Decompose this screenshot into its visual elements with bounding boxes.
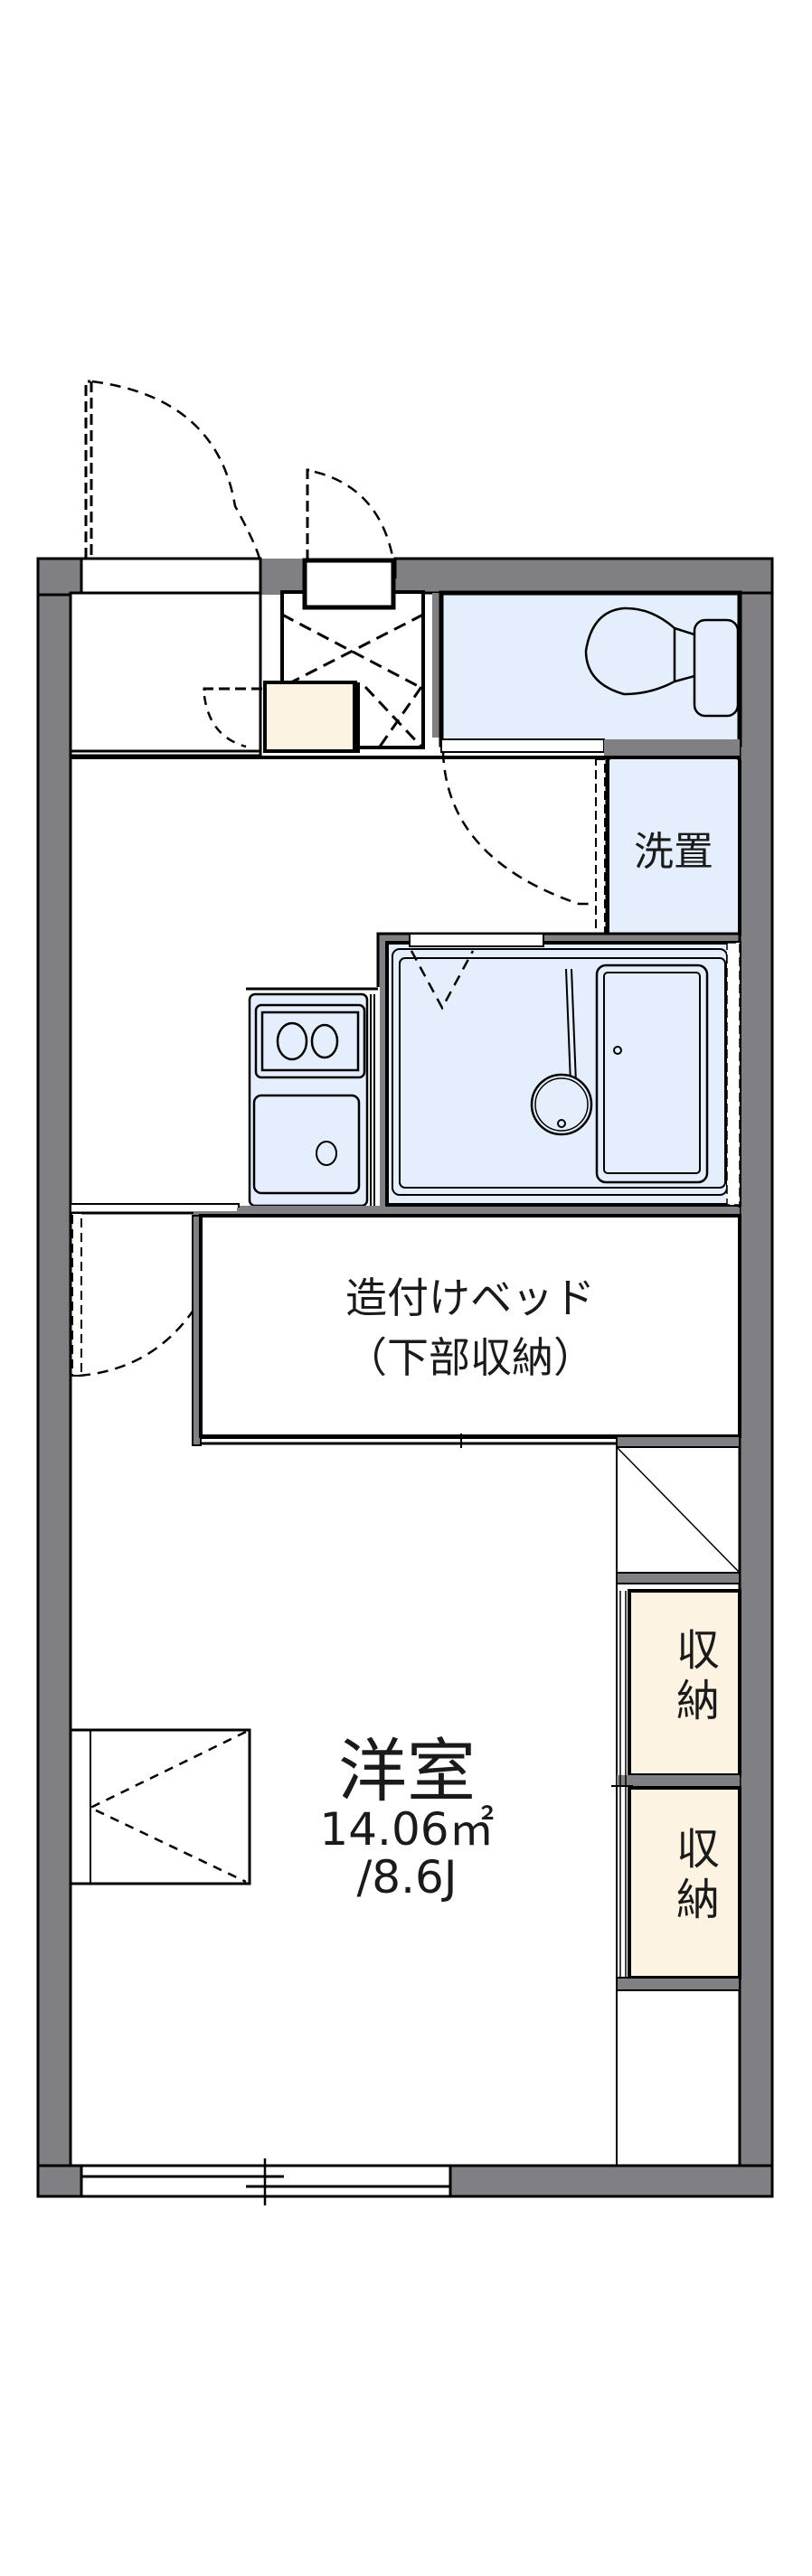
bathroom (376, 932, 741, 1214)
western-room-label: 洋室 (338, 1731, 476, 1811)
toilet-icon (584, 606, 740, 718)
washbasin-icon (530, 968, 593, 1136)
storage-upper-label: 収納 (668, 1627, 719, 1728)
western-room-area: 14.06㎡ (319, 1803, 495, 1856)
exterior-walls (36, 557, 774, 2198)
shoe-cabinet (203, 681, 360, 753)
built-in-bed-sublabel: （下部収納） (345, 1333, 595, 1382)
storage-lower-label: 収納 (668, 1826, 719, 1927)
kitchen-counter (237, 987, 382, 1215)
washroom-label: 洗置 (634, 829, 713, 875)
front-entrance (69, 380, 262, 757)
built-in-bed (192, 1211, 741, 1448)
built-in-bed-label: 造付けベッド (345, 1274, 595, 1322)
kitchen-corridor (71, 756, 740, 759)
closet-area (611, 1435, 741, 2166)
bathtub-icon (595, 964, 709, 1184)
western-room-tatami: /8.6J (356, 1851, 458, 1904)
stove-icon (254, 1003, 366, 1079)
toilet-room (432, 590, 742, 906)
window-left (69, 1728, 251, 1885)
balcony-window (80, 2158, 452, 2205)
kitchen-sink-icon (252, 1094, 361, 1195)
